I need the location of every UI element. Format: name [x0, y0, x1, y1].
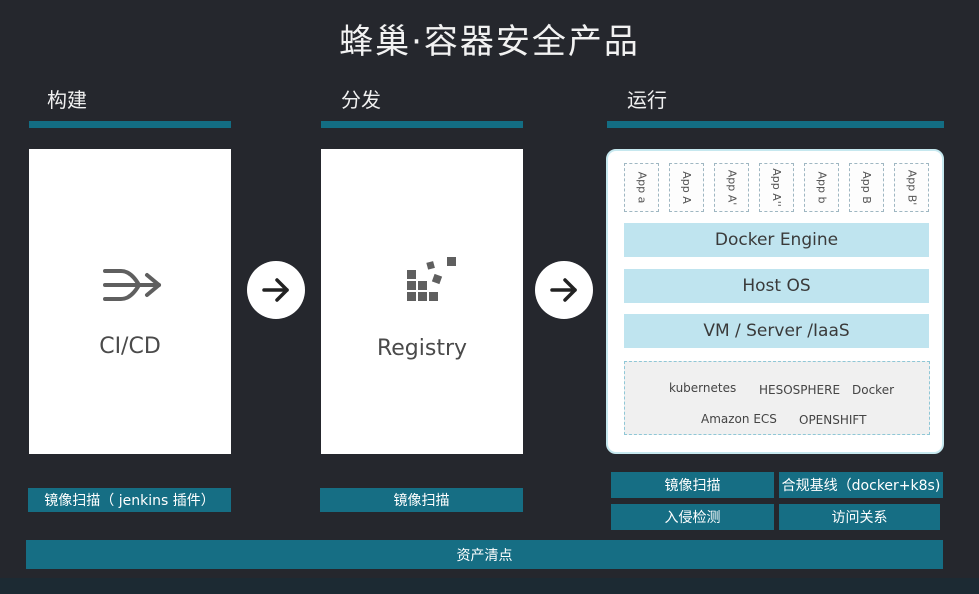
- app-container: App b: [804, 163, 839, 212]
- app-container: App a: [624, 163, 659, 212]
- docker-engine-layer: Docker Engine: [624, 223, 929, 257]
- stage-bar-build: [29, 121, 231, 128]
- app-container: App A': [714, 163, 749, 212]
- orchestrator-mesosphere: HESOSPHERE: [759, 383, 841, 397]
- stage-label-distribute: 分发: [341, 88, 381, 112]
- page-title: 蜂巢·容器安全产品: [339, 22, 640, 62]
- registry-panel: Registry: [321, 149, 523, 454]
- runtime-panel: App a App A App A' App A'' App b App B A…: [606, 149, 944, 454]
- app-container: App A'': [759, 163, 794, 212]
- feature-access-relations: 访问关系: [779, 504, 940, 530]
- host-os-layer: Host OS: [624, 269, 929, 303]
- cicd-label: CI/CD: [99, 334, 161, 359]
- arrow-right-icon: [262, 278, 289, 302]
- blocks-icon: [403, 253, 459, 315]
- flow-arrow-1: [247, 261, 305, 319]
- orchestrator-box: kubernetes HESOSPHERE Docker Amazon ECS …: [624, 361, 930, 435]
- app-container: App B: [849, 163, 884, 212]
- stage-label-run: 运行: [627, 88, 667, 112]
- asset-inventory-bar: 资产清点: [26, 540, 943, 569]
- feature-distribute-image-scan: 镜像扫描: [320, 488, 523, 512]
- feature-compliance-baseline: 合规基线（docker+k8s): [779, 472, 943, 498]
- feature-run-image-scan: 镜像扫描: [611, 472, 774, 498]
- orchestrator-amazon-ecs: Amazon ECS: [701, 412, 777, 426]
- orchestrator-openshift: OPENSHIFT: [799, 413, 867, 427]
- arrow-right-icon: [550, 278, 577, 302]
- orchestrator-kubernetes: kubernetes: [669, 381, 737, 395]
- orchestrator-docker: Docker: [852, 383, 895, 397]
- app-container: App B': [894, 163, 929, 212]
- stage-bar-run: [607, 121, 944, 128]
- bottom-strip: [0, 578, 979, 594]
- merge-arrows-icon: [103, 263, 163, 311]
- flow-arrow-2: [535, 261, 593, 319]
- app-container: App A: [669, 163, 704, 212]
- stage-label-build: 构建: [47, 88, 87, 112]
- stage-bar-distribute: [321, 121, 523, 128]
- registry-label: Registry: [376, 336, 468, 361]
- feature-intrusion-detection: 入侵检测: [611, 504, 774, 530]
- feature-build-image-scan: 镜像扫描（ jenkins 插件）: [28, 488, 231, 512]
- infrastructure-layer: VM / Server /IaaS: [624, 314, 929, 348]
- build-panel: CI/CD: [29, 149, 231, 454]
